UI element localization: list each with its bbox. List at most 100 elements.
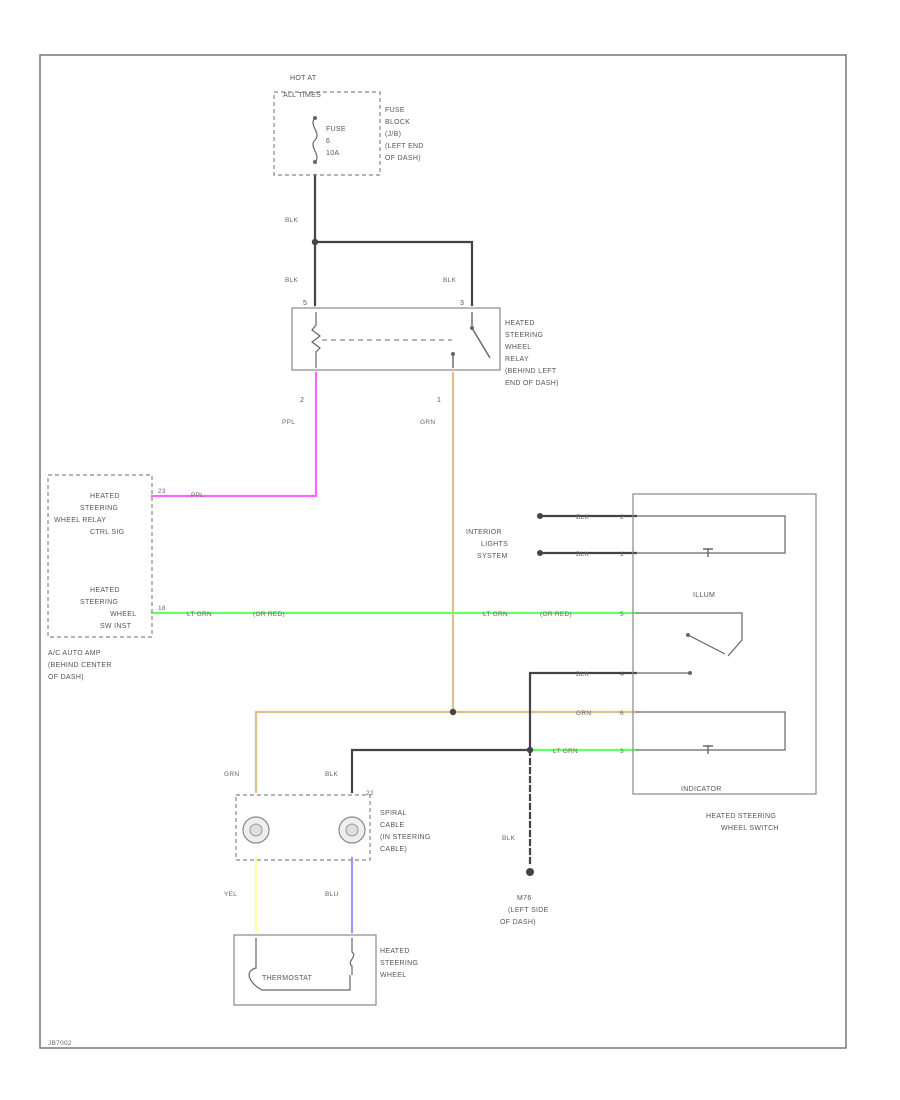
relay-switch [452,312,491,368]
spiral-cable [235,794,371,861]
diagram-frame [39,54,847,1049]
thermostat-label: THERMOSTAT [262,975,313,982]
amp-sig2-4: SW INST [100,623,132,630]
fuse-label-2: 6 [326,138,330,145]
relay-pin-5: 5 [303,300,307,307]
switch-pin-4: 4 [620,671,624,678]
wlbl-ltgrn-mid: LT GRN [483,611,508,618]
amp-pin-23: 23 [158,488,166,495]
fuse-symbol [312,117,318,163]
wire-ppl [150,371,318,498]
ground-label-2: (LEFT SIDE [508,907,549,914]
wlbl-blk-fuse: BLK [285,217,299,224]
fuse-loc-2: BLOCK [385,119,410,126]
switch-contact-b [688,671,692,675]
relay-coil [311,312,321,368]
wlbl-ppl-amp: PPL [191,492,204,499]
wheel-label-3: WHEEL [380,972,406,979]
amp-loc-2: (BEHIND CENTER [48,662,112,669]
switch-name-2: WHEEL SWITCH [721,825,779,832]
indicator-circuit [636,711,786,751]
switch-pin-5: 6 [620,710,624,717]
wlbl-ltgrn-amp: LT GRN [187,611,212,618]
spiral-coil-right-inner [345,823,359,837]
fuse-block [273,91,381,176]
hot-at-line1: HOT AT [290,75,317,82]
ext-node-2 [537,550,543,556]
wlbl-blk-relay-left: BLK [285,277,299,284]
wheel-label-1: HEATED [380,948,410,955]
relay-label-4: RELAY [505,356,529,363]
wlbl-blk-ground: BLK [502,835,516,842]
relay-label-2: STEERING [505,332,543,339]
switch-contacts [636,612,743,674]
switch-contact-a [686,633,690,637]
indicator-lamp-symbol [703,745,713,754]
relay-label-1: HEATED [505,320,535,327]
fuse-loc-1: FUSE [385,107,405,114]
wire-blk-spiral [350,748,532,794]
ext-label-3: SYSTEM [477,553,508,560]
splice-blk [526,746,534,754]
wlbl-yel: YEL [224,891,237,898]
footer-code: JB7002 [48,1040,72,1047]
ground-label-1: M76 [517,895,532,902]
wire-blk-relay-right [313,240,474,307]
wlbl-blk-sw: BLK [576,671,590,678]
ac-auto-amp [47,474,153,638]
amp-loc-3: OF DASH) [48,674,84,681]
wlbl-blk-relay-right: BLK [443,277,457,284]
spiral-label-3: (IN STEERING [380,834,431,841]
switch-pin-1: 2 [620,514,624,521]
relay-label-5: (BEHIND LEFT [505,368,557,375]
splice-fuse [311,238,319,246]
relay-contact-2 [451,352,455,356]
amp-sig2-2: STEERING [80,599,118,606]
wlbl-blu: BLU [325,891,339,898]
wire-blk-switch [528,671,638,752]
heated-steering-wheel [233,934,377,1006]
wlbl-grn-spiral: GRN [224,771,239,778]
wlbl-ppl-relay: PPL [282,419,295,426]
wlbl-orred-amp: (OR RED) [253,611,285,618]
ext-node-1 [537,513,543,519]
amp-sig1-2: STEERING [80,505,118,512]
switch-illum: ILLUM [693,592,715,599]
amp-loc-1: A/C AUTO AMP [48,650,101,657]
fuse-loc-5: OF DASH) [385,155,421,162]
relay-label-6: END OF DASH) [505,380,559,387]
wlbl-blk-spiral: BLK [325,771,339,778]
spiral-label-4: CABLE) [380,846,407,853]
amp-sig2-1: HEATED [90,587,120,594]
fuse-label-3: 10A [326,150,339,157]
relay-pin-2: 2 [300,397,304,404]
wlbl-ltgrn-sw: LT GRN [553,748,578,755]
switch-pin-3: 5 [620,611,624,618]
switch-indicator: INDICATOR [681,786,722,793]
wlbl-orred-mid: (OR RED) [540,611,572,618]
fuse-pin-top [313,116,317,120]
spiral-coil-left-inner [249,823,263,837]
ground-point [526,868,534,876]
illum-lamp-symbol [703,548,713,557]
amp-sig1-1: HEATED [90,493,120,500]
relay-pin-3: 3 [460,300,464,307]
spiral-label-2: CABLE [380,822,404,829]
switch-pin-6: 3 [620,748,624,755]
amp-sig1-3: WHEEL RELAY [54,517,106,524]
ext-label-1: INTERIOR [466,529,502,536]
amp-sig2-3: WHEEL [110,611,136,618]
wlbl-blk-ext1: BLK [576,514,590,521]
switch-name-1: HEATED STEERING [706,813,776,820]
fuse-pin-bottom [313,160,317,164]
relay-contact [470,326,474,330]
heater-element [248,938,355,991]
wlbl-grn-sw: GRN [576,710,591,717]
switch-pin-2: 1 [620,551,624,558]
fuse-loc-4: (LEFT END [385,143,424,150]
amp-pin-18: 18 [158,605,166,612]
hot-at-line2: ALL TIMES [283,92,321,99]
heated-steering-wheel-switch [632,493,817,795]
wlbl-blk-ext2: BLK [576,551,590,558]
